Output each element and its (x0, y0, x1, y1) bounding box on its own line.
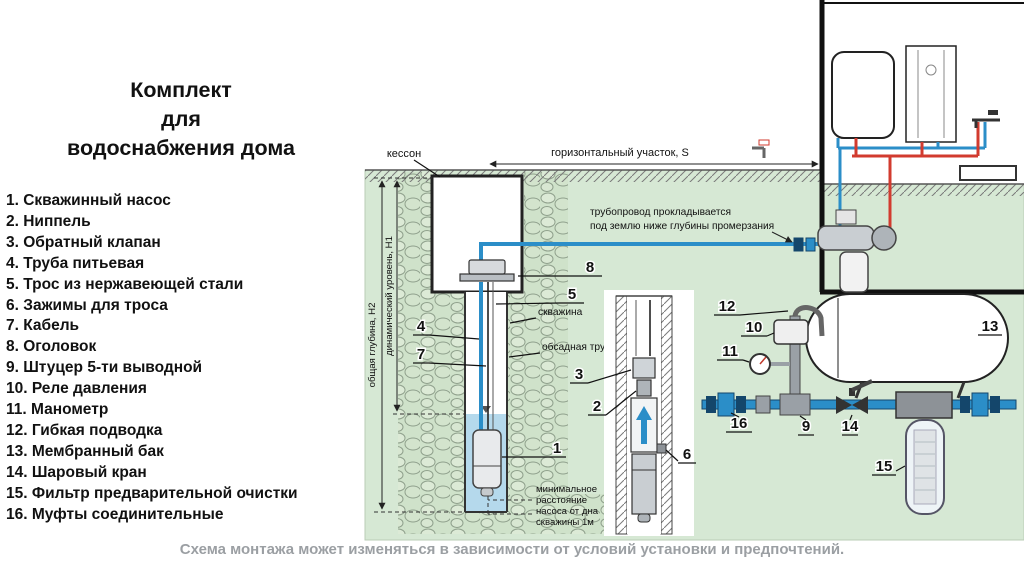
well-annotations: кессон горизонтальный участок, S трубопр… (387, 147, 819, 528)
legend-item-3: 3. Обратный клапан (6, 233, 161, 251)
callout-14: 14 (840, 414, 860, 437)
legend-list: 1. Скважинный насос 2. Ниппель 3. Обратн… (6, 191, 362, 526)
legend-item-8: 8. Оголовок (6, 338, 97, 356)
five-way-fitting (779, 393, 811, 416)
house (752, 0, 1024, 295)
detail-pump-view (604, 290, 694, 536)
casing-wall-left (615, 295, 628, 535)
callout-10: 10 (741, 318, 775, 338)
label-kesson: кессон (387, 148, 421, 160)
callout-2: 2 (588, 390, 637, 417)
detail-equipment-view (701, 293, 1017, 515)
svg-text:12: 12 (719, 298, 736, 315)
pressure-switch (773, 319, 809, 345)
sink (959, 165, 1017, 181)
callout-5: 5 (495, 285, 584, 305)
footer-caption: Схема монтажа может изменяться в зависим… (179, 541, 845, 558)
label-casing-pipe: обсадная труба (542, 341, 617, 353)
legend-item-5: 5. Трос из нержавеющей стали (6, 275, 244, 293)
outdoor-tap-icon (752, 139, 770, 158)
supply-pipe (479, 242, 820, 262)
svg-text:7: 7 (417, 346, 425, 363)
svg-text:16: 16 (731, 415, 748, 432)
callout-16: 16 (726, 412, 752, 434)
legend-item-9: 9. Штуцер 5-ти выводной (6, 359, 203, 377)
flexible-hose (792, 305, 825, 337)
svg-text:15: 15 (876, 458, 893, 475)
cable-clamp (656, 443, 667, 454)
label-dynamic-level: динамический уровень, Н1 (384, 236, 395, 356)
svg-text:скважины 1м: скважины 1м (536, 517, 594, 528)
dimension-lines: общая глубина, Н2 динамический уровень, … (367, 177, 466, 513)
legend-item-1: 1. Скважинный насос (6, 192, 171, 209)
legend-item-10: 10. Реле давления (6, 380, 147, 398)
kitchen-faucet-icon (972, 110, 1000, 128)
svg-text:11: 11 (722, 343, 738, 360)
well-drop-lines (479, 282, 494, 430)
svg-text:13: 13 (982, 318, 999, 335)
coupling-right (960, 392, 1000, 417)
union-fitting (755, 395, 771, 414)
svg-text:9: 9 (802, 418, 810, 435)
membrane-tank (805, 293, 1009, 383)
flow-arrow-icon (636, 406, 652, 444)
legend-item-11: 11. Манометр (6, 401, 109, 419)
svg-text:10: 10 (746, 319, 763, 336)
callout-7: 7 (413, 345, 487, 367)
ball-valve (836, 379, 873, 414)
svg-text:14: 14 (842, 418, 859, 435)
callout-8: 8 (518, 258, 602, 278)
pre-filter (895, 391, 953, 515)
label-pipeline-note-2: под землю ниже глубины промерзания (590, 220, 774, 232)
callouts: 8 5 4 7 1 3 2 (413, 258, 1002, 477)
svg-text:расстояние: расстояние (536, 495, 587, 506)
legend-item-7: 7. Кабель (6, 317, 80, 335)
legend-item-6: 6. Зажимы для троса (6, 296, 168, 314)
callout-3: 3 (570, 365, 632, 385)
legend-item-15: 15. Фильтр предварительной очистки (6, 484, 298, 502)
svg-text:5: 5 (568, 286, 576, 303)
svg-text:1: 1 (553, 440, 561, 457)
svg-text:2: 2 (593, 398, 601, 415)
legend-item-12: 12. Гибкая подводка (6, 421, 163, 439)
callout-13: 13 (978, 317, 1002, 337)
svg-text:3: 3 (575, 366, 583, 383)
callout-6: 6 (665, 445, 696, 465)
label-pipeline-note-1: трубопровод прокладывается (590, 206, 731, 218)
callout-9: 9 (798, 415, 814, 437)
house-floor (824, 183, 1024, 196)
svg-text:минимальное: минимальное (536, 484, 597, 495)
label-total-depth: общая глубина, Н2 (367, 303, 378, 388)
legend-item-2: 2. Ниппель (6, 212, 91, 230)
label-min-distance: минимальное расстояние насоса от дна скв… (487, 484, 599, 528)
callout-15: 15 (872, 457, 906, 477)
page-title: Комплект для водоснабжения дома (67, 78, 295, 160)
legend-item-13: 13. Мембранный бак (6, 442, 164, 460)
label-horizontal-run: горизонтальный участок, S (551, 147, 689, 159)
well-head (459, 259, 515, 282)
boiler-column (905, 45, 957, 143)
pump-motor (631, 453, 657, 515)
callout-12: 12 (714, 297, 789, 317)
callout-4: 4 (413, 317, 480, 340)
water-heater (831, 51, 895, 139)
coupling-left (706, 392, 746, 417)
pump-station (793, 209, 897, 293)
label-well: скважина (538, 307, 583, 318)
svg-text:насоса от дна: насоса от дна (536, 506, 599, 517)
legend-item-14: 14. Шаровый кран (6, 463, 147, 481)
svg-text:6: 6 (683, 446, 691, 463)
callout-1: 1 (502, 439, 566, 459)
legend-item-4: 4. Труба питьевая (6, 254, 145, 272)
svg-text:8: 8 (586, 259, 594, 276)
casing-wall-right (660, 295, 673, 535)
filter-cartridge (913, 429, 937, 505)
legend-item-16: 16. Муфты соединительные (6, 505, 224, 523)
nipple (636, 379, 652, 397)
check-valve (632, 357, 656, 379)
callout-11: 11 (717, 342, 750, 363)
submersible-pump (472, 429, 502, 497)
svg-text:4: 4 (417, 318, 426, 335)
